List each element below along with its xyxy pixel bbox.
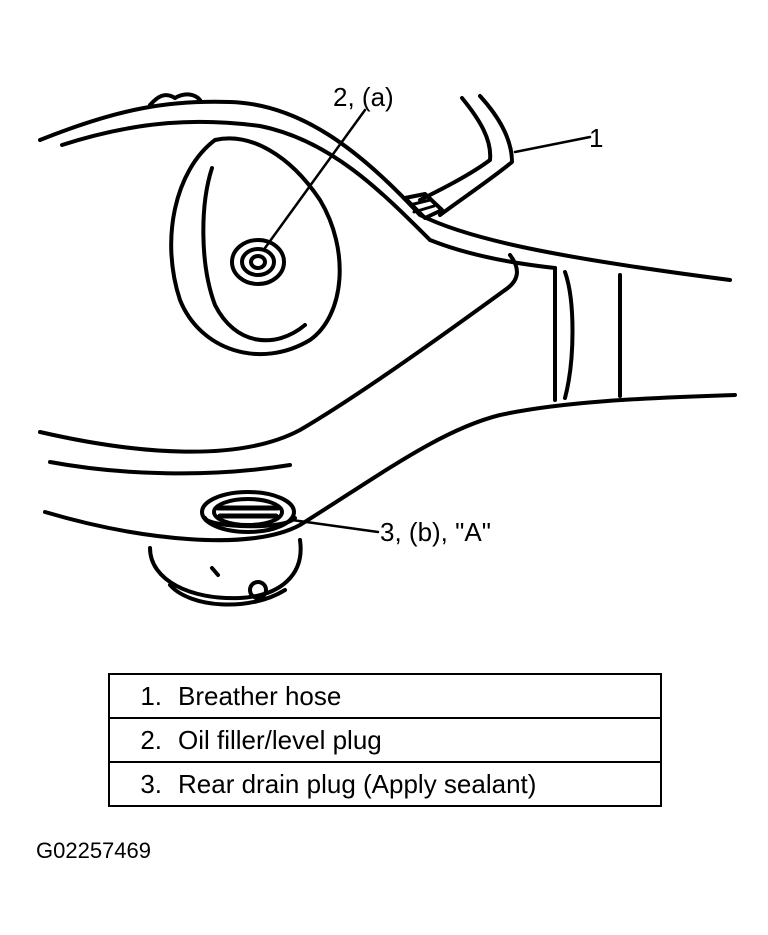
legend-row: 2. Oil filler/level plug	[108, 717, 662, 763]
differential-housing-drawing: 1 2, (a) 3, (b), "A"	[38, 82, 737, 607]
figure-id: G02257469	[36, 838, 151, 863]
legend-number: 2.	[140, 724, 162, 755]
pinion-bulge	[148, 538, 303, 607]
rear-cover	[169, 136, 342, 356]
legend-description: Breather hose	[178, 680, 342, 711]
legend-number: 1.	[140, 680, 162, 711]
axle-tube	[553, 266, 622, 402]
legend-row: 3. Rear drain plug (Apply sealant)	[108, 761, 662, 807]
callout-1: 1	[589, 123, 603, 153]
legend-row: 1. Breather hose	[108, 673, 662, 719]
oil-filler-plug	[230, 238, 286, 286]
callout-2: 2, (a)	[333, 82, 394, 112]
breather-hose	[403, 94, 514, 220]
callout-3: 3, (b), "A"	[380, 517, 491, 547]
housing-outline	[38, 92, 737, 543]
legend-description: Oil filler/level plug	[178, 724, 382, 755]
rear-drain-plug	[200, 490, 297, 534]
legend-table: 1. Breather hose 2. Oil filler/level plu…	[108, 673, 662, 807]
legend-description: Rear drain plug (Apply sealant)	[178, 768, 537, 799]
leader-lines	[263, 108, 592, 534]
legend-number: 3.	[140, 768, 162, 799]
